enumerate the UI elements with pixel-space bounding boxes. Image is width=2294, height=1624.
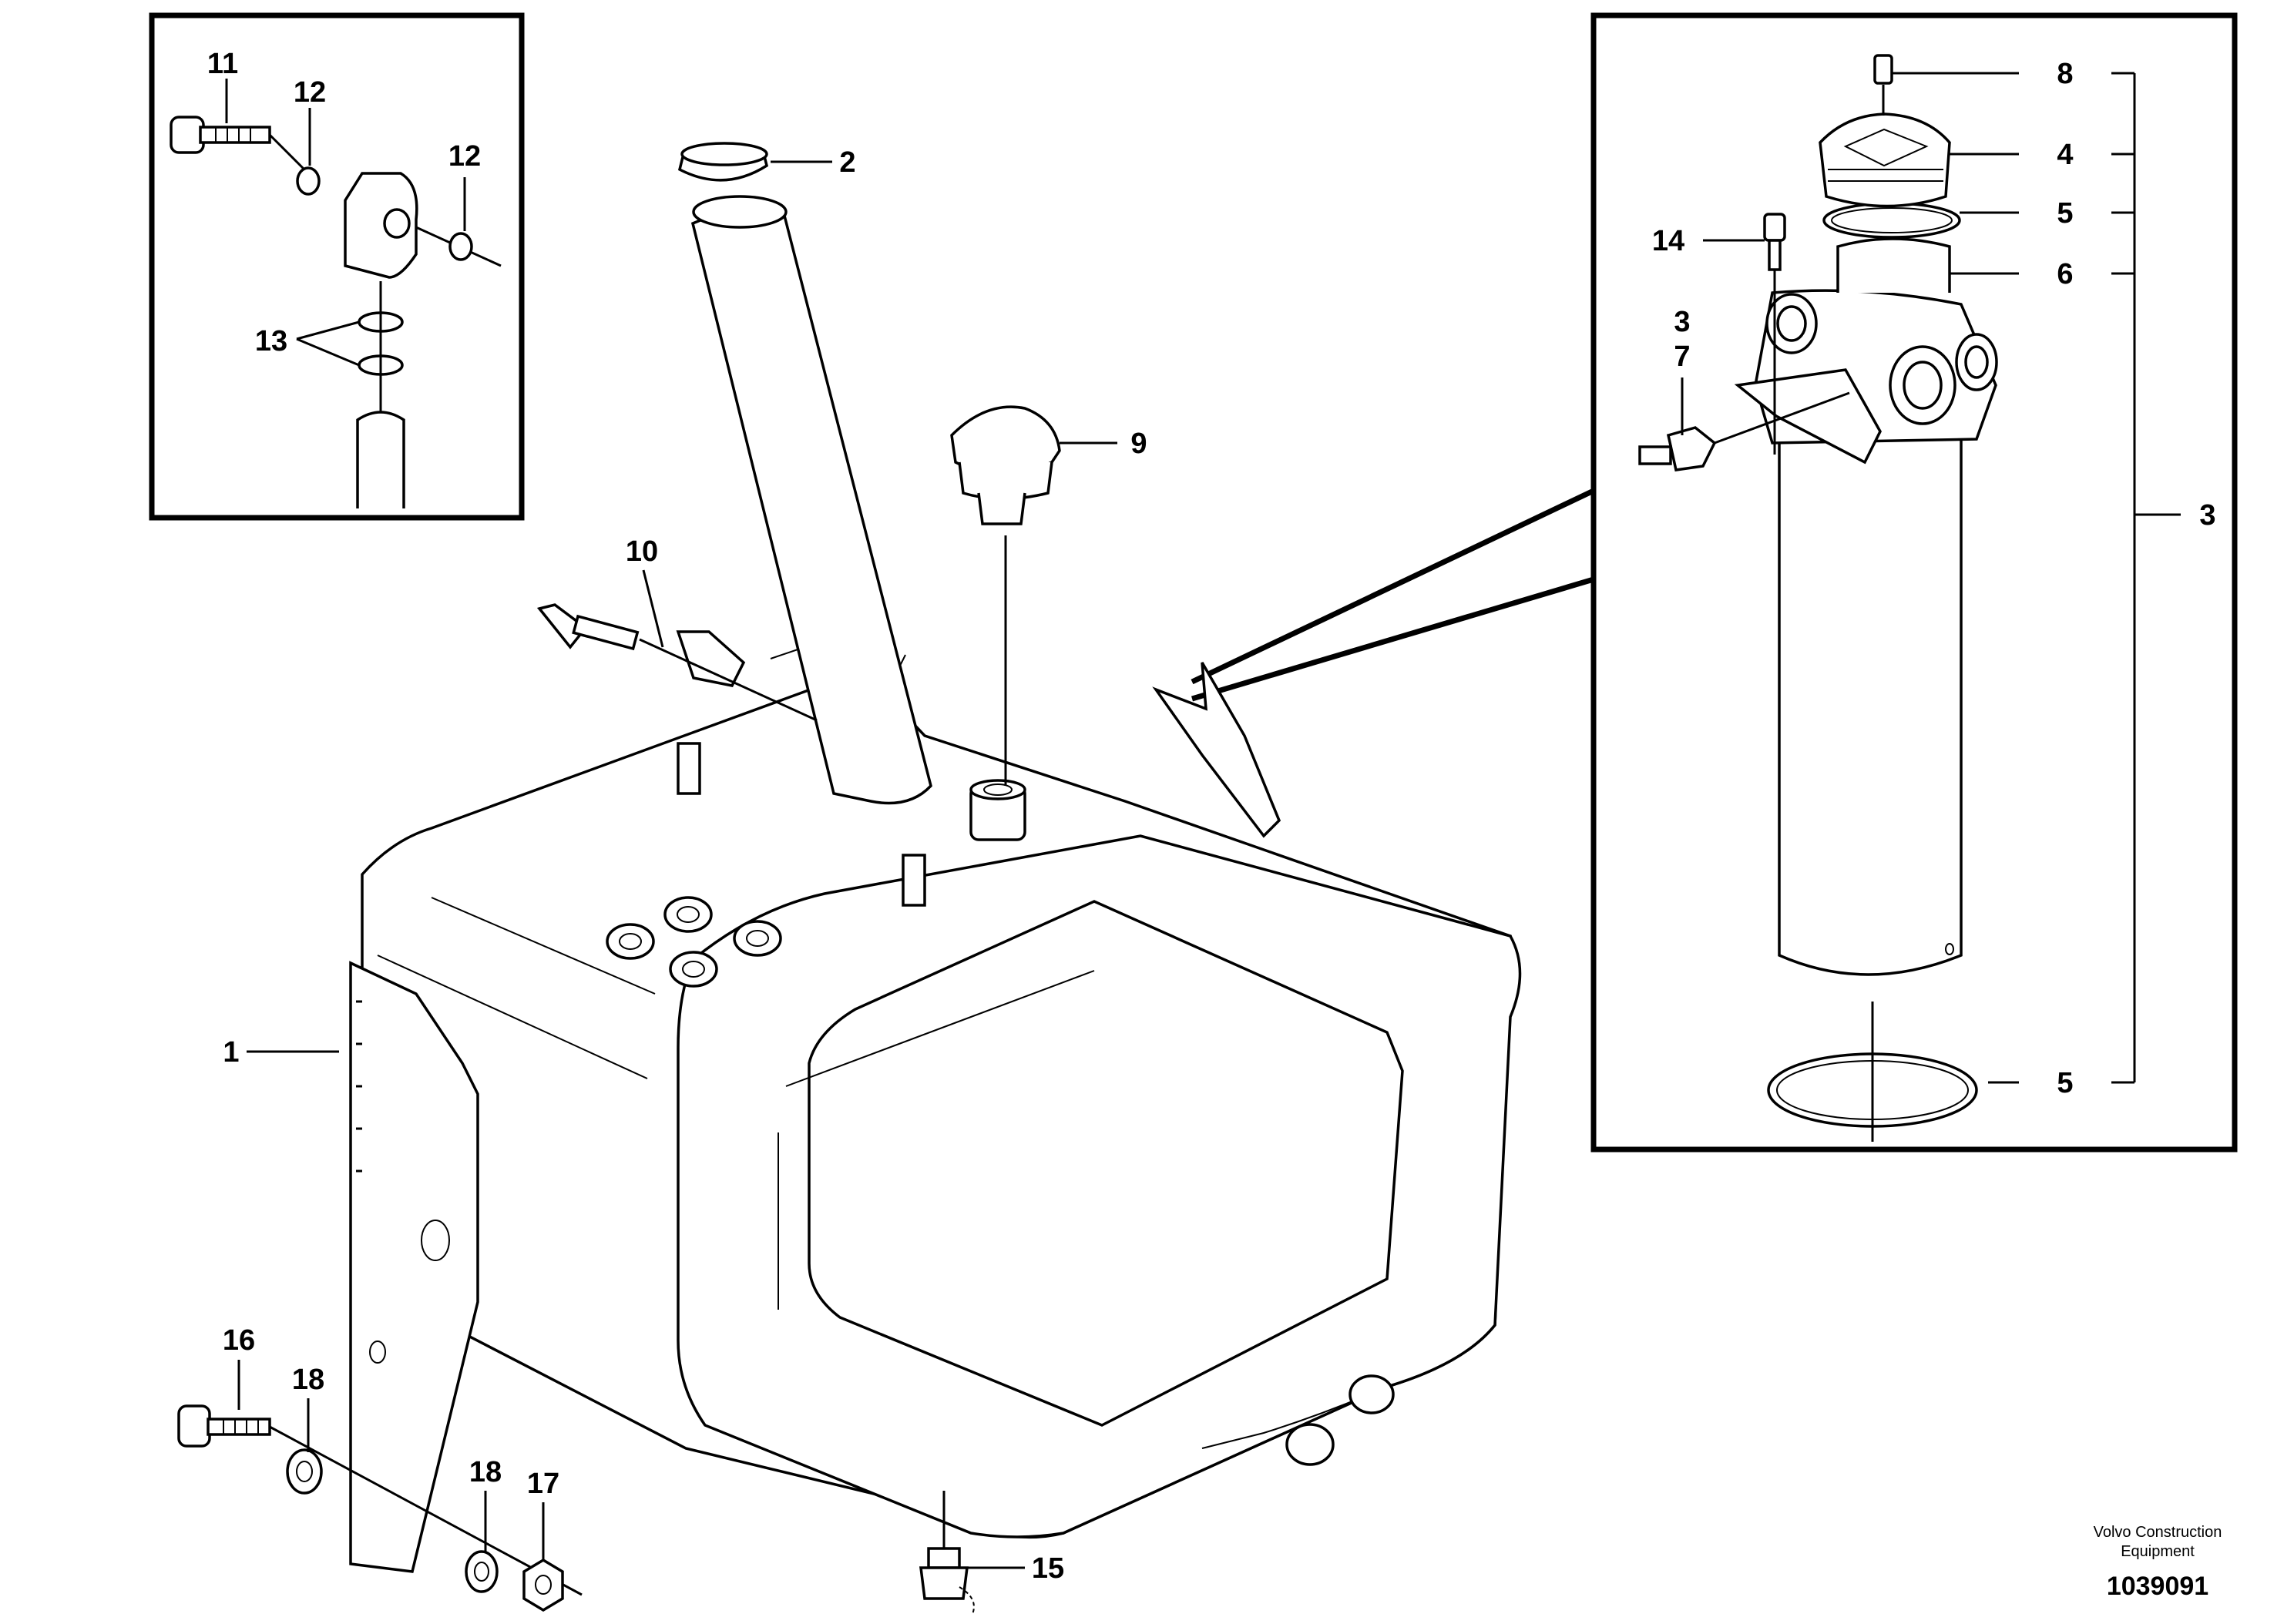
screw-14 <box>1763 213 1786 455</box>
brand-line-2: Equipment <box>2121 1543 2195 1560</box>
callout-3-main: 3 <box>2199 499 2215 532</box>
banjo-fitting <box>344 172 502 279</box>
callout-8: 8 <box>2057 58 2073 90</box>
side-bracket-1 <box>349 961 479 1573</box>
pressure-switch-7 <box>1638 391 1850 471</box>
callout-2: 2 <box>839 146 855 179</box>
callout-12-left: 12 <box>294 76 326 109</box>
mounting-hardware: 16 18 18 17 <box>177 1324 583 1612</box>
callout-10: 10 <box>626 535 658 568</box>
document-number: 1039091 <box>2107 1572 2208 1601</box>
callout-15: 15 <box>1032 1552 1064 1585</box>
bleed-screw-8 <box>1873 54 1893 116</box>
bolt-16 <box>177 1404 211 1448</box>
callout-9: 9 <box>1130 428 1147 460</box>
callout-16: 16 <box>223 1324 255 1357</box>
filler-cap-2 <box>677 142 769 182</box>
callout-1: 1 <box>223 1036 239 1069</box>
callout-5-top: 5 <box>2057 197 2073 230</box>
callout-4: 4 <box>2057 139 2073 171</box>
brand-line-1: Volvo Construction <box>2094 1524 2222 1541</box>
breather-9: 9 <box>950 405 1147 786</box>
filter-head <box>1734 289 1998 465</box>
callout-18-right: 18 <box>469 1456 502 1488</box>
callout-3-side: 3 <box>1674 306 1690 338</box>
callout-13: 13 <box>255 325 287 357</box>
callout-18-left: 18 <box>292 1364 324 1396</box>
washer-18-left <box>286 1448 323 1495</box>
detail-box-fittings: 11 12 12 13 <box>149 12 525 521</box>
rear-bracket <box>1152 662 1281 838</box>
tank-top-bosses <box>606 742 926 988</box>
filter-element <box>1778 430 1963 976</box>
callout-5-bottom: 5 <box>2057 1067 2073 1099</box>
washer-18-right <box>465 1550 499 1593</box>
filter-cap-4 <box>1819 112 1951 208</box>
callout-11: 11 <box>207 48 238 80</box>
hydraulic-tank <box>349 644 1522 1573</box>
callout-12-right: 12 <box>448 140 481 173</box>
callout-7: 7 <box>1674 341 1690 373</box>
callout-14: 14 <box>1652 225 1684 257</box>
washer-12-left <box>296 166 321 196</box>
filler-pipe: 2 <box>677 142 932 805</box>
detail-box-filter: 8 4 5 6 3 5 14 3 7 <box>1191 12 2238 1153</box>
footer: Volvo Construction Equipment 1039091 <box>2094 1524 2222 1601</box>
nut-17 <box>522 1558 564 1612</box>
fitting-pipe <box>356 411 405 508</box>
callout-17: 17 <box>527 1468 559 1500</box>
sensor-10: 10 <box>536 535 818 722</box>
breather-boss <box>969 779 1026 841</box>
bolt-11 <box>170 116 306 171</box>
washer-12-right <box>448 232 473 261</box>
filter-insert-6 <box>1836 237 1951 293</box>
drain-plug-15: 15 <box>919 1491 1064 1615</box>
callout-6: 6 <box>2057 258 2073 290</box>
